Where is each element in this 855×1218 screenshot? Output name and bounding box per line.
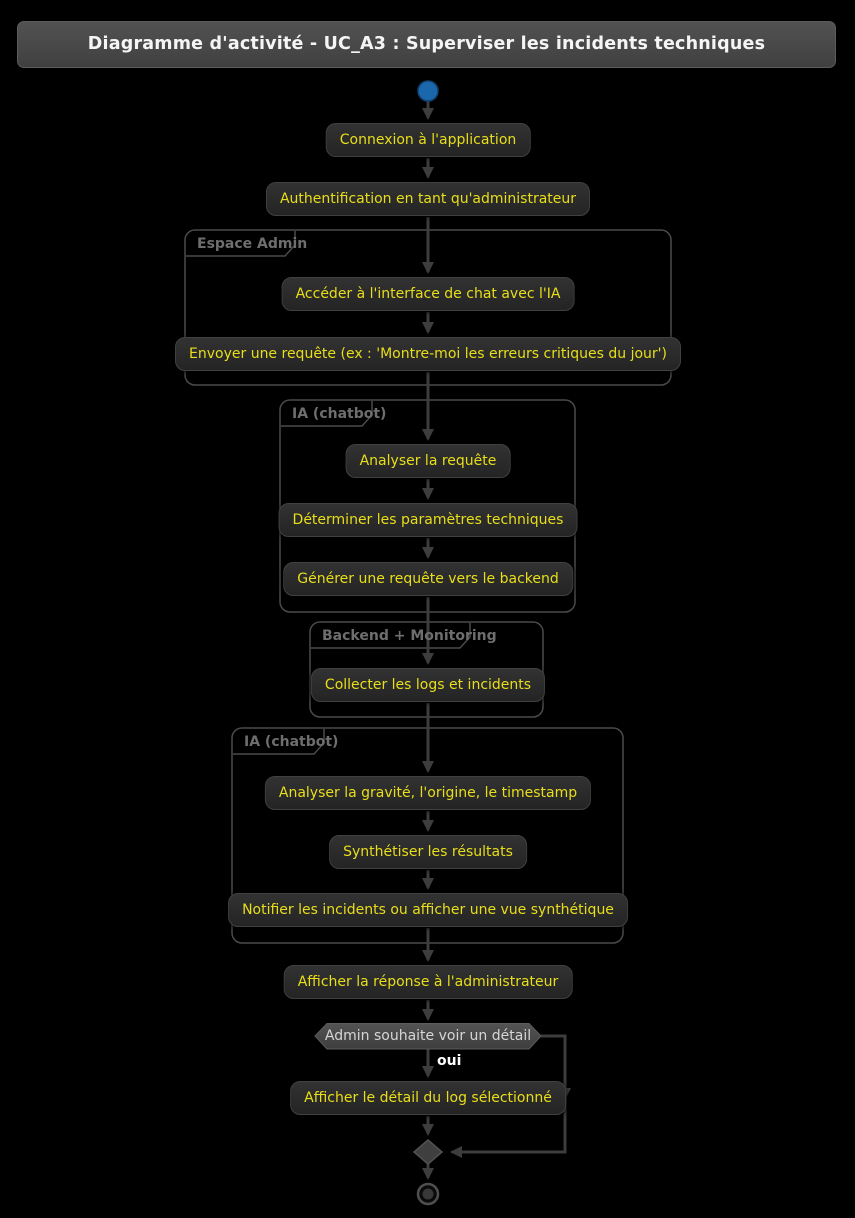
- start-node: [417, 80, 439, 102]
- flow-arrows: [422, 101, 571, 1180]
- diagram-title: Diagramme d'activité - UC_A3 : Supervise…: [17, 21, 836, 68]
- activity-synthetiser-resultats: Synthétiser les résultats: [329, 835, 527, 869]
- edge-label-oui: oui: [437, 1053, 462, 1069]
- activity-afficher-reponse: Afficher la réponse à l'administrateur: [283, 965, 573, 999]
- activity-acceder-chat: Accéder à l'interface de chat avec l'IA: [281, 277, 575, 311]
- activity-envoyer-requete: Envoyer une requête (ex : 'Montre-moi le…: [175, 337, 681, 371]
- end-node: [416, 1182, 440, 1206]
- partition-label-espace-admin: Espace Admin: [197, 236, 308, 252]
- activity-analyser-requete: Analyser la requête: [345, 444, 511, 478]
- activity-afficher-detail: Afficher le détail du log sélectionné: [290, 1081, 566, 1115]
- merge-diamond: [412, 1139, 444, 1165]
- activity-authentification: Authentification en tant qu'administrate…: [265, 182, 591, 216]
- activity-analyser-gravite: Analyser la gravité, l'origine, le times…: [264, 776, 592, 810]
- activity-collecter-logs: Collecter les logs et incidents: [310, 668, 546, 702]
- partition-label-ia-chatbot-2: IA (chatbot): [244, 734, 339, 750]
- activity-determiner-parametres: Déterminer les paramètres techniques: [278, 503, 578, 537]
- activity-notifier-incidents: Notifier les incidents ou afficher une v…: [228, 893, 628, 927]
- activity-generer-requete-backend: Générer une requête vers le backend: [283, 562, 573, 596]
- decision-hexagon: [314, 1023, 542, 1050]
- partition-label-ia-chatbot-1: IA (chatbot): [292, 406, 387, 422]
- activity-connexion: Connexion à l'application: [325, 123, 531, 157]
- decision-label: Admin souhaite voir un détail: [324, 1028, 532, 1044]
- partition-label-backend-monitoring: Backend + Monitoring: [322, 628, 497, 644]
